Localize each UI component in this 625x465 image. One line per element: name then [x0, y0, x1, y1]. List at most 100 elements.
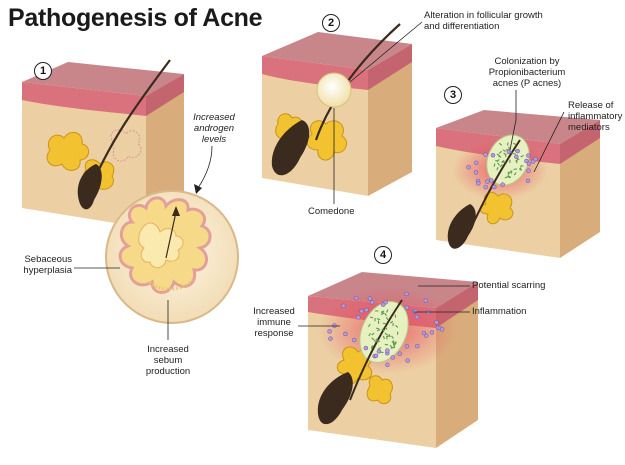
bacterium [497, 162, 501, 166]
immune-cell [474, 160, 479, 166]
bacterium [519, 167, 523, 171]
immune-cell [476, 181, 481, 186]
immune-cell [327, 329, 332, 334]
bacterium [506, 142, 509, 146]
bacterium [382, 322, 387, 325]
bacterium [520, 155, 524, 158]
immune-cell [380, 302, 386, 307]
block-4-gland-2 [366, 375, 393, 405]
immune-cell [514, 154, 519, 159]
immune-cell [369, 300, 375, 305]
block-1-side-face [146, 74, 184, 228]
bacterium [388, 334, 391, 338]
immune-cell [489, 178, 494, 183]
immune-cell [524, 158, 529, 164]
immune-cell [525, 178, 531, 183]
immune-cell [404, 344, 410, 349]
label-immune: Increased immune response [253, 306, 295, 339]
immune-cell [390, 355, 395, 360]
label-androgen: Increased androgen levels [193, 112, 235, 145]
bacterium [513, 142, 517, 146]
immune-cell [421, 330, 427, 336]
bacterium [395, 324, 399, 328]
block-3-hair-follicle [447, 204, 476, 249]
immune-cell [367, 296, 373, 301]
bacterium [513, 172, 517, 176]
bacterium [499, 164, 503, 168]
label-scarring: Potential scarring [472, 280, 546, 291]
leader-lines [74, 21, 565, 340]
bacterium [501, 159, 505, 163]
bacterium [510, 170, 513, 174]
immune-cell [385, 362, 390, 368]
immune-cell [363, 345, 369, 351]
skin-block-3 [436, 110, 600, 258]
label-inflammation: Inflammation [472, 306, 527, 317]
block-1-hair-follicle [77, 164, 102, 210]
bacterium [496, 153, 500, 157]
immune-cell [526, 161, 532, 167]
bacterium [368, 333, 371, 337]
leader-mediators [533, 111, 565, 173]
bacterium [493, 163, 496, 167]
page-title: Pathogenesis of Acne [8, 4, 263, 32]
bacterium [385, 316, 389, 321]
immune-cell [376, 349, 382, 354]
bacterium [376, 318, 381, 321]
block-4-hair-shaft [349, 299, 403, 401]
bacterium [498, 150, 502, 154]
bacterium [508, 170, 512, 174]
skin-block-1 [22, 59, 184, 228]
bacterium [380, 310, 385, 314]
immune-cell [439, 327, 445, 332]
immune-cell [526, 153, 531, 158]
label-colonization: Colonization by Propionibacterium acnes … [488, 56, 566, 89]
block-1-top-face [22, 62, 184, 96]
bacterium [502, 149, 506, 152]
bacterium [504, 176, 509, 179]
immune-cell [415, 343, 420, 349]
bacterium [390, 320, 394, 324]
immune-cell [404, 291, 409, 297]
block-3-sebaceous-gland [479, 191, 514, 225]
immune-cell [515, 148, 520, 154]
immune-cell [483, 152, 488, 157]
label-alteration: Alteration in follicular growth and diff… [424, 10, 543, 32]
block-1-sebaceous-gland [46, 131, 89, 171]
step-2-marker: 2 [322, 14, 340, 32]
immune-cell [414, 314, 420, 320]
bacterium [389, 344, 393, 349]
step-3-marker: 3 [444, 86, 462, 104]
block-2-top-face [262, 32, 412, 70]
immune-cell [485, 179, 490, 184]
bacterium [386, 309, 389, 313]
immune-cell [404, 305, 410, 310]
immune-cells-layer [327, 148, 538, 368]
bacterium [381, 328, 385, 332]
bacterium [507, 175, 511, 178]
label-comedone: Comedone [308, 206, 355, 217]
immune-cell [533, 156, 538, 162]
bacterium [392, 340, 395, 344]
block-1-epidermis [22, 82, 146, 116]
label-sebum: Increased sebum production [145, 344, 191, 377]
immune-cell [385, 348, 390, 353]
block-3-epidermis-side [560, 120, 600, 164]
bacterium [371, 337, 375, 341]
bacterium [369, 316, 374, 319]
bacterium [394, 341, 397, 345]
bacterium [373, 340, 378, 343]
block-4-hair-follicle [317, 372, 353, 425]
immune-cell [500, 182, 505, 187]
immune-cell [356, 315, 361, 320]
block-3-top-face [436, 110, 600, 144]
immune-cell [364, 307, 369, 313]
bacterium [496, 166, 499, 171]
bacterium [507, 176, 511, 179]
bacterium [384, 312, 387, 316]
comedone [316, 72, 352, 108]
immune-cell [423, 298, 429, 303]
bacterium [382, 335, 385, 340]
bacterium [378, 346, 382, 350]
